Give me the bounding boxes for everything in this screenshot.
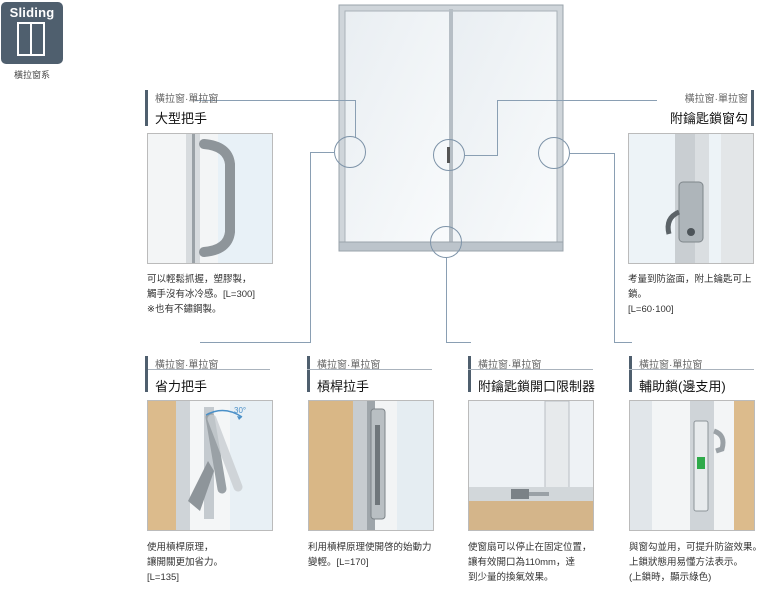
badge-caption: 橫拉窗系 <box>13 70 50 80</box>
sliding-window-icon <box>17 22 45 56</box>
opening-limiter-image <box>469 401 593 530</box>
heading-bar <box>468 356 471 392</box>
opening-limiter-photo <box>468 400 594 531</box>
connector <box>310 152 311 342</box>
connector <box>497 100 657 101</box>
auxiliary-lock-image <box>630 401 754 530</box>
connector <box>465 155 498 156</box>
detail-circle-stopper <box>430 226 462 258</box>
category-rule <box>629 369 754 370</box>
feature-description: 可以輕鬆抓握，塑膠製， 觸手沒有冰冷感。[L=300] ※也有不鏽鋼製。 <box>147 274 255 315</box>
feature-category: 橫拉窗·單拉窗 <box>639 360 703 371</box>
feature-description: 使用槓桿原理， 讓開關更加省力。 [L=135] <box>147 542 224 583</box>
heading-bar <box>307 356 310 392</box>
large-handle-photo <box>147 133 273 264</box>
category-rule <box>468 369 593 370</box>
feature-title: 大型把手 <box>155 111 208 126</box>
feature-title: 輔助鎖(邊支用) <box>639 379 726 394</box>
large-handle-image <box>148 134 272 263</box>
heading-bar <box>145 90 148 126</box>
heading-bar <box>751 90 754 126</box>
lever-handle-image <box>309 401 433 530</box>
connector <box>195 100 355 101</box>
feature-title: 槓桿拉手 <box>317 379 370 394</box>
key-lock-hook-photo <box>628 133 754 264</box>
angle-label: 30° <box>234 406 246 415</box>
heading-bar <box>145 356 148 392</box>
feature-category: 橫拉窗·單拉窗 <box>317 360 381 371</box>
category-rule <box>145 369 270 370</box>
key-lock-hook-image <box>629 134 753 263</box>
detail-circle-side <box>538 137 570 169</box>
feature-title: 省力把手 <box>155 379 208 394</box>
connector <box>614 342 632 343</box>
heading-bar <box>629 356 632 392</box>
feature-title: 附鑰匙鎖窗勾 <box>669 111 748 126</box>
connector <box>355 100 356 137</box>
connector <box>446 342 471 343</box>
easy-handle-image: 30° <box>148 401 272 530</box>
feature-title: 附鑰匙鎖開口限制器 <box>478 379 596 394</box>
feature-description: 考量到防盜面，附上鑰匙可上鎖。 [L=60·100] <box>628 274 752 315</box>
sliding-badge: Sliding <box>1 2 63 64</box>
feature-category: 橫拉窗·單拉窗 <box>155 94 219 105</box>
connector <box>310 152 335 153</box>
window-illustration <box>338 4 564 252</box>
connector <box>446 258 447 343</box>
connector <box>200 342 311 343</box>
feature-description: 與窗勾並用，可提升防盜效果。 上鎖狀態用易懂方法表示。 (上鎖時，顯示綠色) <box>629 542 763 583</box>
feature-description: 利用槓桿原理使開啓的始動力 變輕。[L=170] <box>308 542 432 568</box>
detail-circle-lock <box>433 139 465 171</box>
lever-handle-photo <box>308 400 434 531</box>
easy-handle-photo: 30° <box>147 400 273 531</box>
badge-title: Sliding <box>9 5 55 20</box>
sliding-window-drawing <box>338 4 564 252</box>
category-rule <box>307 369 432 370</box>
feature-category: 橫拉窗·單拉窗 <box>155 360 219 371</box>
detail-circle-handle <box>334 136 366 168</box>
feature-category: 橫拉窗·單拉窗 <box>684 94 748 105</box>
connector <box>570 153 614 154</box>
feature-description: 使窗扇可以停止在固定位置， 讓有效開口為110mm，達 到少量的換氣效果。 <box>468 542 592 583</box>
connector <box>497 100 498 155</box>
connector <box>614 153 615 343</box>
auxiliary-lock-photo <box>629 400 755 531</box>
feature-category: 橫拉窗·單拉窗 <box>478 360 542 371</box>
